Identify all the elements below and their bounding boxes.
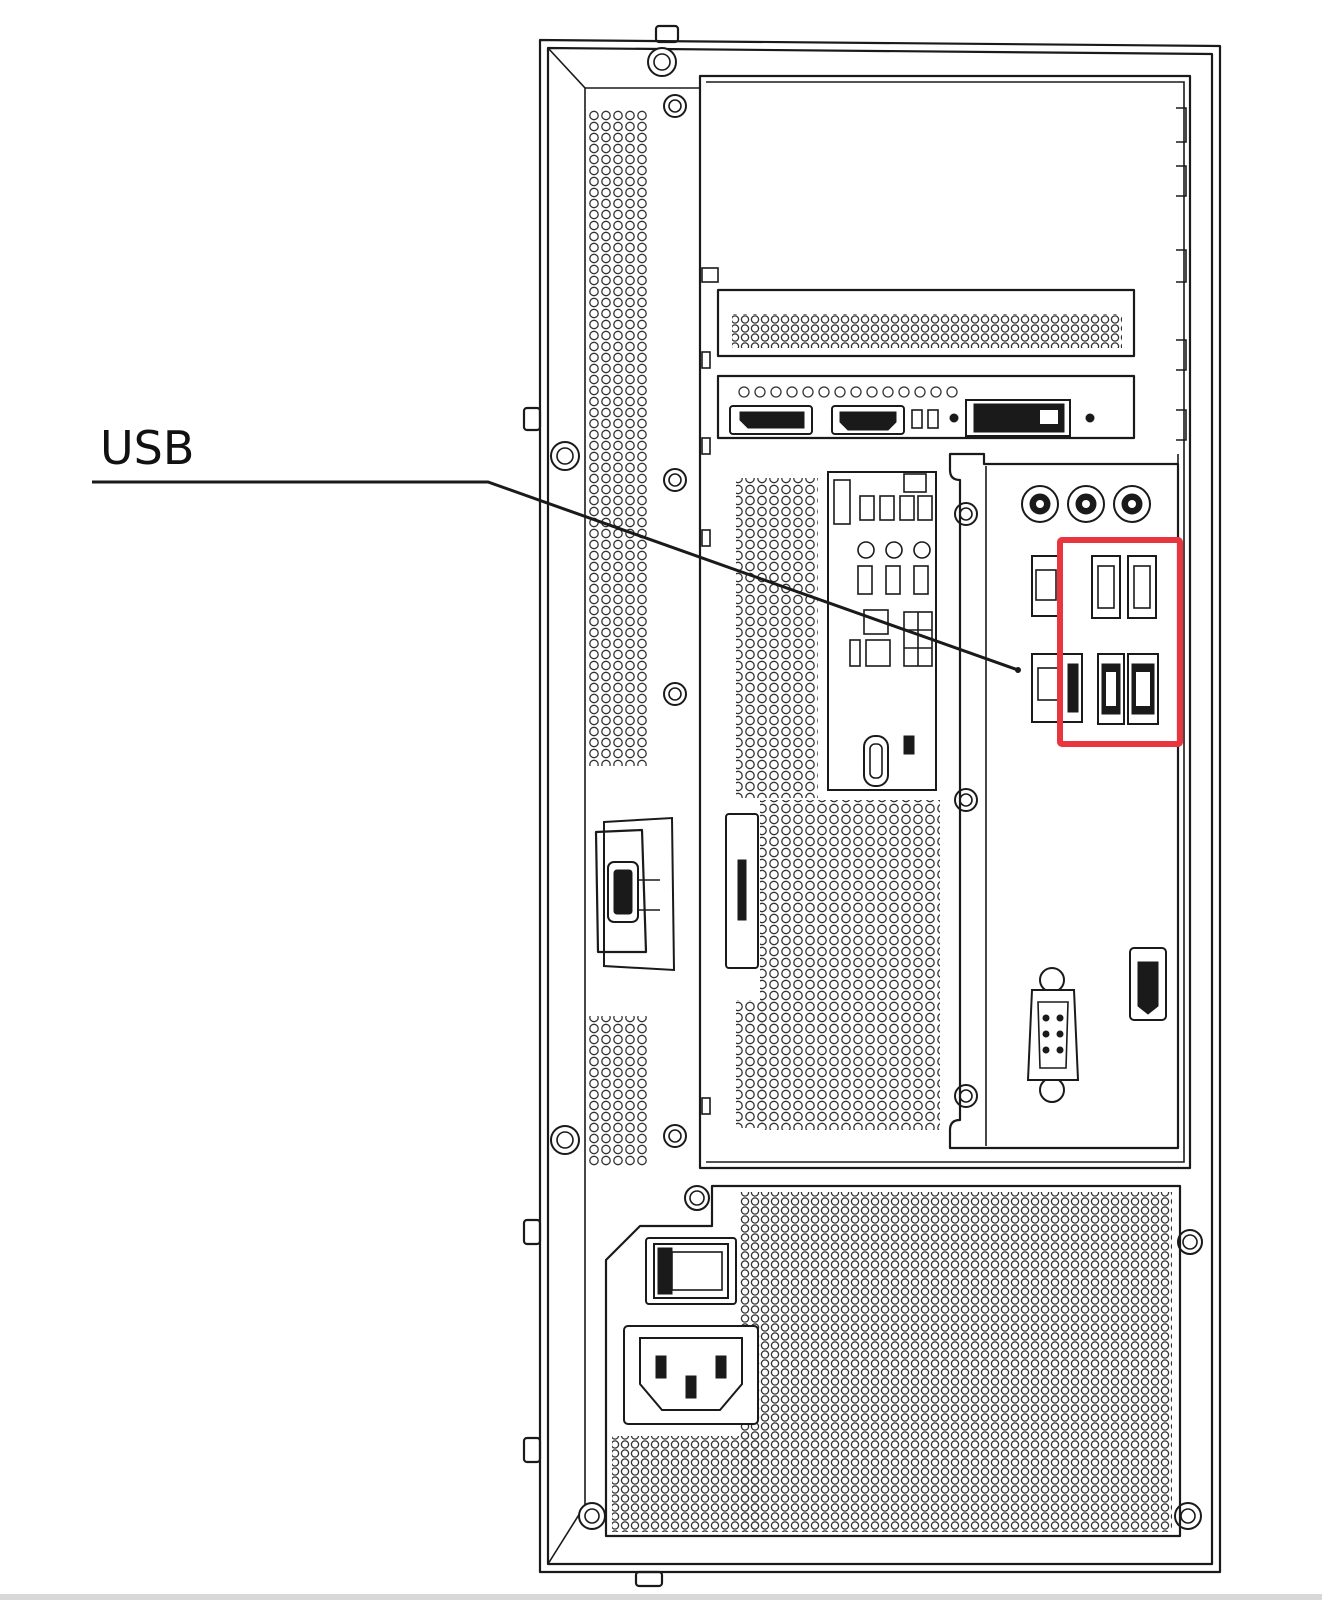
power-inlet-icon (623, 1325, 759, 1425)
callout: USB (92, 421, 1021, 673)
case-frame (522, 24, 1222, 1588)
usb-highlight-box (1057, 537, 1183, 747)
power-supply (604, 1184, 1182, 1538)
expansion-area (698, 74, 1192, 1170)
serial-port-icon (1026, 967, 1080, 1103)
usb-port-icon (1091, 555, 1159, 725)
hdmi-port-icon (1129, 947, 1167, 1021)
screw-icon (550, 47, 1203, 1530)
graphics-card-bracket (716, 374, 1136, 440)
callout-label: USB (100, 421, 194, 475)
dvi-port-icon (965, 399, 1095, 437)
io-shield (948, 452, 1180, 1150)
displayport-icon (729, 405, 813, 435)
slot-cover (716, 288, 1136, 358)
callout-leader-line (92, 480, 1019, 672)
vent-grille-icon (736, 478, 940, 1130)
audio-jack-icon (1021, 485, 1151, 523)
vent-grille-icon (587, 110, 647, 1166)
io-label-panel (827, 471, 937, 791)
bottom-divider (0, 1594, 1322, 1600)
hdmi-port-icon (594, 816, 676, 972)
callout-leader-dot (1015, 667, 1021, 673)
power-switch-icon (645, 1237, 737, 1305)
sticker-label (725, 813, 759, 969)
hdmi-port-icon (831, 405, 905, 435)
